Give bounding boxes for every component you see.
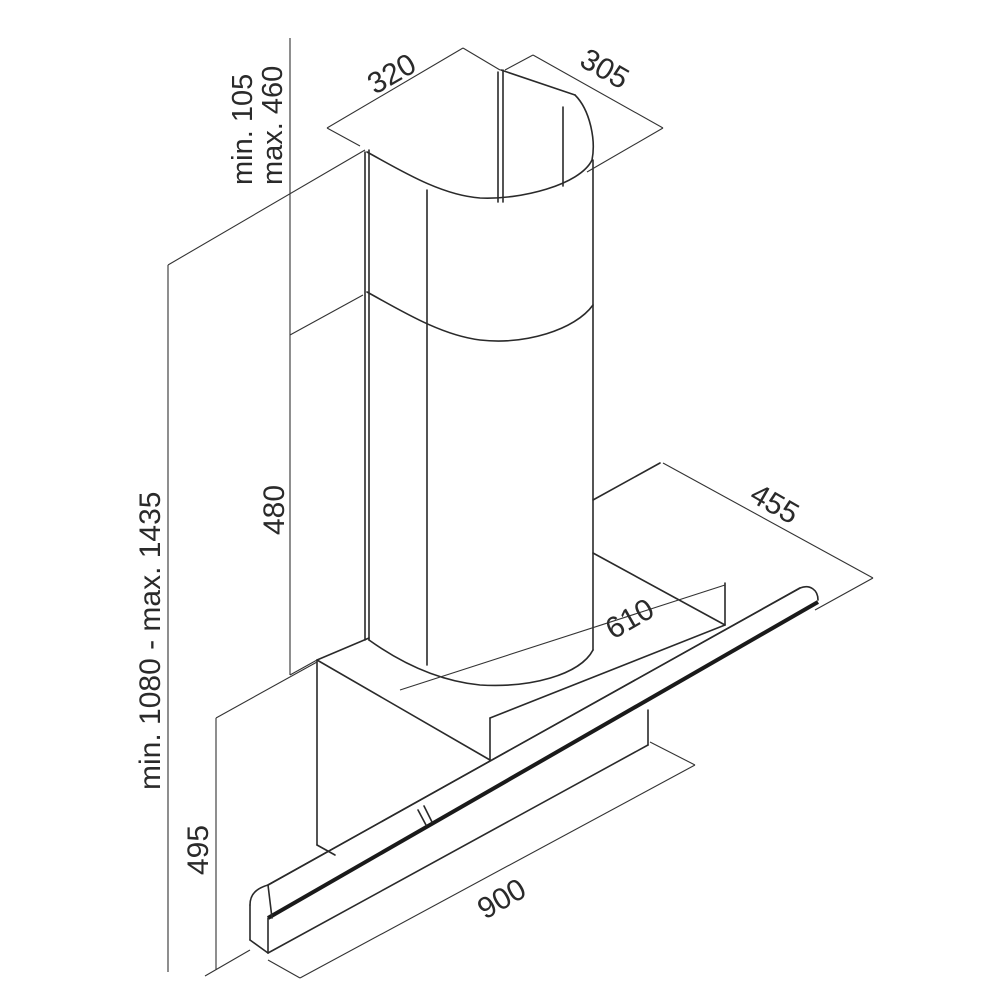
dim-455-label: 455	[745, 477, 805, 531]
dim-320-label: 320	[362, 47, 422, 101]
back-panel	[316, 462, 726, 856]
dim-overall-height-label: min. 1080 - max. 1435	[134, 492, 167, 791]
dim-610-label: 610	[600, 592, 660, 646]
hood-front-bar	[249, 585, 819, 954]
dimension-lines	[167, 38, 874, 979]
dim-480-label: 480	[258, 485, 291, 535]
chimney	[364, 69, 594, 687]
dim-495-label: 495	[182, 825, 215, 875]
dim-min-105-label: min. 105	[227, 74, 259, 185]
dim-305-label: 305	[575, 42, 635, 96]
dim-max-460-label: max. 460	[257, 66, 289, 185]
